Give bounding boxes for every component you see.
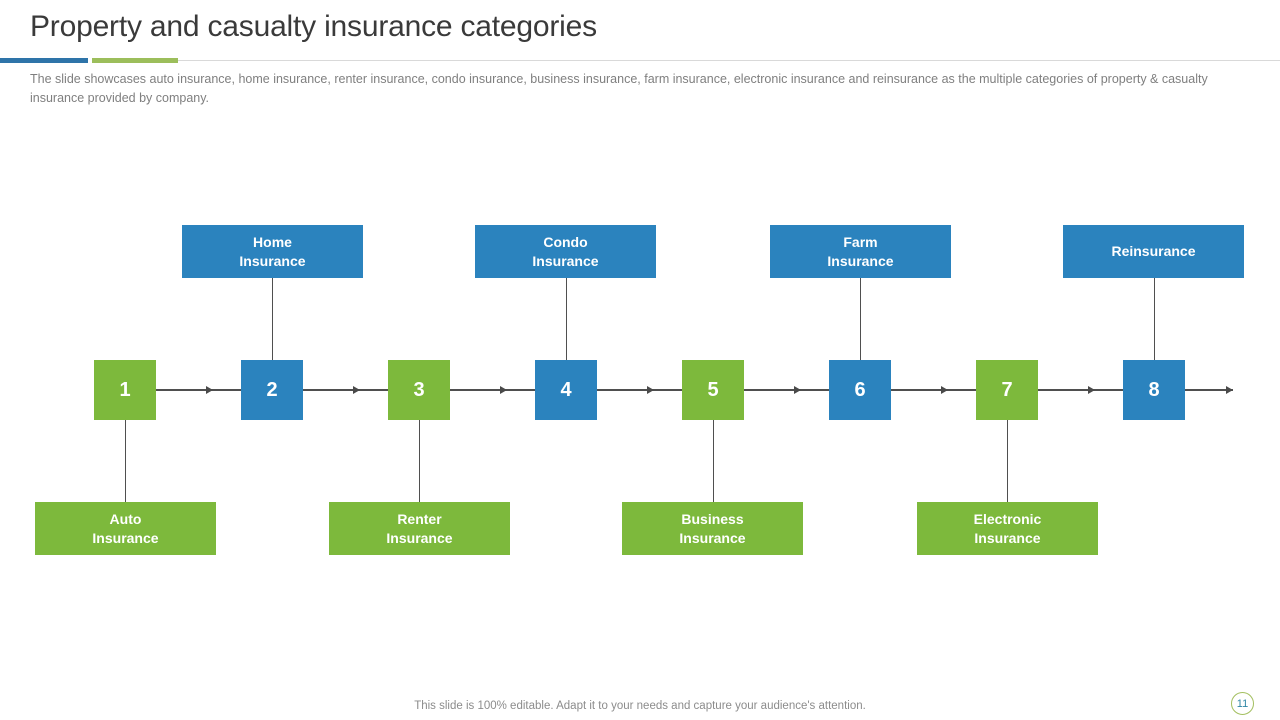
title-underline-gray	[178, 60, 1280, 61]
page-number-badge: 11	[1231, 692, 1254, 715]
arrow-right-icon	[353, 386, 360, 394]
label-line: Auto	[109, 510, 142, 527]
category-label-electronic-insurance: Electronic Insurance	[917, 502, 1098, 555]
label-line: Insurance	[386, 529, 453, 546]
connector-vertical	[713, 420, 714, 502]
connector-horizontal	[303, 389, 388, 391]
label-line: Insurance	[532, 252, 599, 269]
category-label-business-insurance: Business Insurance	[622, 502, 803, 555]
category-label-home-insurance: Home Insurance	[182, 225, 363, 278]
label-line: Farm	[843, 233, 878, 250]
connector-horizontal	[891, 389, 976, 391]
connector-horizontal	[156, 389, 241, 391]
step-box-3: 3	[388, 360, 450, 420]
category-label-auto-insurance: Auto Insurance	[35, 502, 216, 555]
label-line: Insurance	[827, 252, 894, 269]
footer-note: This slide is 100% editable. Adapt it to…	[414, 700, 866, 712]
step-box-7: 7	[976, 360, 1038, 420]
arrow-right-icon	[500, 386, 507, 394]
connector-vertical	[566, 278, 567, 360]
connector-vertical	[860, 278, 861, 360]
connector-horizontal	[597, 389, 682, 391]
arrow-right-icon	[794, 386, 801, 394]
connector-vertical	[125, 420, 126, 502]
step-box-2: 2	[241, 360, 303, 420]
label-line: Insurance	[679, 529, 746, 546]
step-box-8: 8	[1123, 360, 1185, 420]
connector-horizontal	[1185, 389, 1233, 391]
label-line: Reinsurance	[1111, 243, 1196, 259]
category-label-reinsurance: Reinsurance	[1063, 225, 1244, 278]
connector-horizontal	[450, 389, 535, 391]
step-box-1: 1	[94, 360, 156, 420]
category-label-renter-insurance: Renter Insurance	[329, 502, 510, 555]
label-line: Insurance	[92, 529, 159, 546]
slide-description: The slide showcases auto insurance, home…	[30, 72, 1208, 106]
page-title: Property and casualty insurance categori…	[30, 10, 597, 43]
connector-vertical	[1154, 278, 1155, 360]
label-line: Insurance	[974, 529, 1041, 546]
label-line: Business	[681, 510, 744, 527]
connector-vertical	[272, 278, 273, 360]
step-box-4: 4	[535, 360, 597, 420]
connector-vertical	[1007, 420, 1008, 502]
arrow-right-icon	[1226, 386, 1233, 394]
step-box-5: 5	[682, 360, 744, 420]
label-line: Condo	[543, 233, 588, 250]
arrow-right-icon	[1088, 386, 1095, 394]
category-label-farm-insurance: Farm Insurance	[770, 225, 951, 278]
label-line: Renter	[397, 510, 442, 527]
label-line: Home	[253, 233, 292, 250]
title-underline-green	[92, 58, 178, 63]
connector-horizontal	[1038, 389, 1123, 391]
arrow-right-icon	[206, 386, 213, 394]
label-line: Electronic	[973, 510, 1042, 527]
step-box-6: 6	[829, 360, 891, 420]
arrow-right-icon	[647, 386, 654, 394]
connector-vertical	[419, 420, 420, 502]
connector-horizontal	[744, 389, 829, 391]
arrow-right-icon	[941, 386, 948, 394]
title-underline-blue	[0, 58, 88, 63]
label-line: Insurance	[239, 252, 306, 269]
category-label-condo-insurance: Condo Insurance	[475, 225, 656, 278]
